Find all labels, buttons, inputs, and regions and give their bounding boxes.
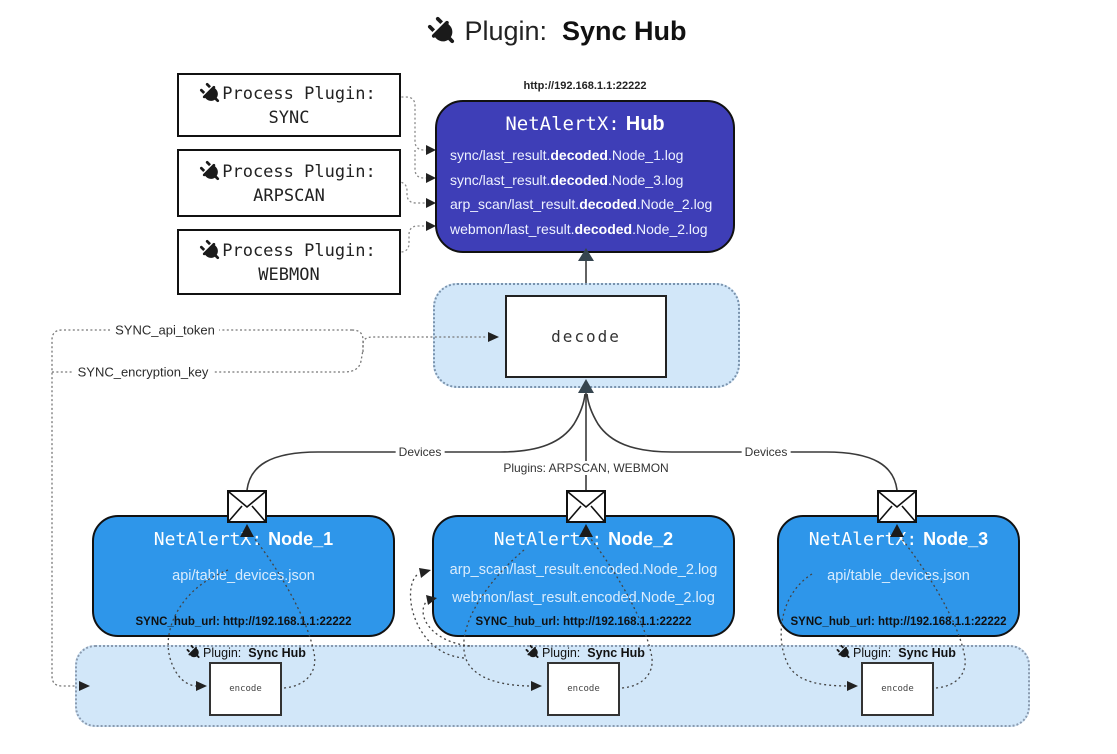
encode-label-prefix: Plugin: — [853, 645, 892, 660]
hub-box: NetAlertX:Hub sync/last_result.decoded.N… — [435, 100, 735, 253]
hub-log-list: sync/last_result.decoded.Node_1.log sync… — [450, 143, 733, 241]
plug-icon — [197, 236, 225, 264]
process-plugin-name: ARPSCAN — [253, 185, 325, 206]
plug-icon — [424, 12, 464, 52]
plugins-center-label: Plugins: ARPSCAN, WEBMON — [500, 461, 672, 475]
node-file-line: webmon/last_result.encoded.Node_2.log — [452, 590, 715, 606]
node-title-prefix: NetAlertX: — [493, 529, 603, 550]
node-file-line: arp_scan/last_result.encoded.Node_2.log — [449, 562, 718, 578]
hub-log-line: arp_scan/last_result.decoded.Node_2.log — [450, 196, 713, 212]
node-title-name: Node_3 — [923, 529, 989, 549]
decode-box: decode — [505, 295, 667, 378]
node-title: NetAlertX:Node_2 — [434, 529, 733, 550]
hub-log-line: sync/last_result.decoded.Node_3.log — [450, 171, 684, 188]
node-title: NetAlertX:Node_1 — [94, 529, 393, 550]
node-title-prefix: NetAlertX: — [153, 529, 263, 550]
node-box-node-3: NetAlertX:Node_3 api/table_devices.json … — [777, 515, 1020, 637]
envelope-icon — [566, 490, 606, 523]
node-hub-url: SYNC_hub_url: http://192.168.1.1:22222 — [135, 616, 352, 628]
node-title-name: Node_2 — [608, 529, 674, 549]
plug-icon — [197, 79, 225, 107]
hub-url-label: http://192.168.1.1:22222 — [523, 80, 647, 92]
encode-box: encode — [861, 662, 934, 716]
devices-left-label: Devices — [395, 445, 445, 459]
plug-icon — [524, 643, 543, 662]
encode-label-name: Sync Hub — [248, 645, 306, 660]
process-plugin-box-webmon: Process Plugin: WEBMON — [177, 229, 401, 295]
node-box-node-2: NetAlertX:Node_2 arp_scan/last_result.en… — [432, 515, 735, 637]
encode-label-name: Sync Hub — [587, 645, 645, 660]
process-plugin-box-sync: Process Plugin: SYNC — [177, 73, 401, 137]
process-plugin-name: SYNC — [268, 107, 310, 128]
envelope-icon — [227, 490, 267, 523]
encode-box: encode — [209, 662, 282, 716]
process-plugin-label: Process Plugin: — [222, 240, 376, 261]
encode-label-prefix: Plugin: — [203, 645, 242, 660]
process-plugin-name: WEBMON — [258, 264, 320, 285]
plug-icon — [185, 643, 204, 662]
node-title-prefix: NetAlertX: — [808, 529, 918, 550]
title-prefix: Plugin: — [464, 16, 548, 46]
node-hub-url: SYNC_hub_url: http://192.168.1.1:22222 — [475, 616, 692, 628]
node-title: NetAlertX:Node_3 — [779, 529, 1018, 550]
hub-title-prefix: NetAlertX: — [505, 113, 620, 135]
encode-strip-label: Plugin: Sync Hub — [835, 643, 956, 662]
node-file-line: api/table_devices.json — [172, 568, 315, 584]
hub-title: NetAlertX:Hub — [437, 113, 733, 136]
sync-encryption-key-label: SYNC_encryption_key — [73, 364, 213, 380]
sync-api-token-label: SYNC_api_token — [111, 322, 219, 338]
hub-log-line: webmon/last_result.decoded.Node_2.log — [450, 220, 708, 237]
node-title-name: Node_1 — [268, 529, 334, 549]
node-hub-url: SYNC_hub_url: http://192.168.1.1:22222 — [790, 616, 1007, 628]
hub-title-name: Hub — [625, 113, 665, 135]
encode-box: encode — [547, 662, 620, 716]
plug-icon — [835, 643, 854, 662]
encode-strip-label: Plugin: Sync Hub — [524, 643, 645, 662]
process-plugin-label: Process Plugin: — [222, 161, 376, 182]
plug-icon — [197, 157, 225, 185]
page-title: Plugin: Sync Hub — [0, 16, 1117, 47]
node-file-line: api/table_devices.json — [827, 568, 970, 584]
encode-strip-label: Plugin: Sync Hub — [185, 643, 306, 662]
hub-log-line: sync/last_result.decoded.Node_1.log — [450, 147, 684, 163]
title-name: Sync Hub — [562, 16, 687, 46]
process-plugin-box-arpscan: Process Plugin: ARPSCAN — [177, 149, 401, 217]
encode-label-prefix: Plugin: — [542, 645, 581, 660]
envelope-icon — [877, 490, 917, 523]
encode-label-name: Sync Hub — [898, 645, 956, 660]
node-box-node-1: NetAlertX:Node_1 api/table_devices.json … — [92, 515, 395, 637]
devices-right-label: Devices — [741, 445, 791, 459]
process-plugin-label: Process Plugin: — [222, 83, 376, 104]
node-file-list: arp_scan/last_result.encoded.Node_2.log … — [434, 556, 733, 612]
